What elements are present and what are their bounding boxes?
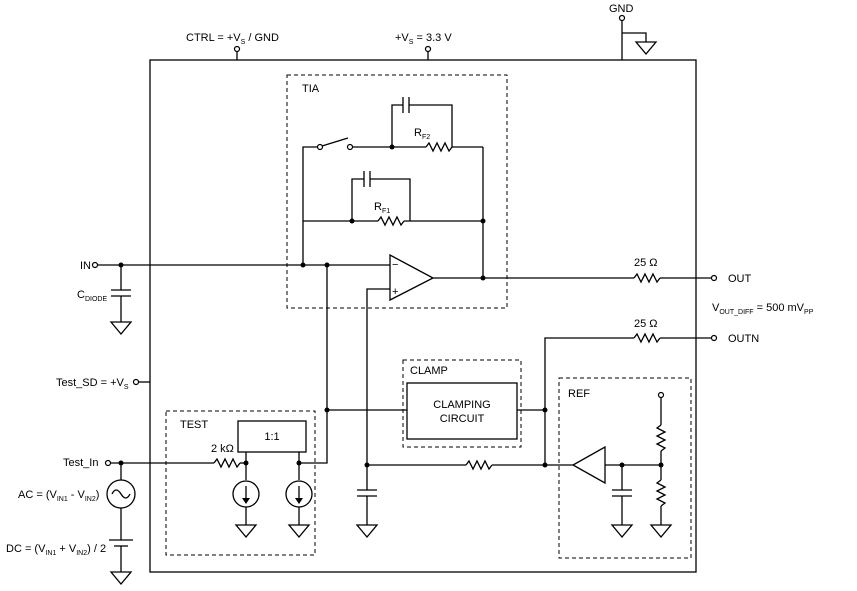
ref-divider-bottom-resistor [655,479,667,507]
gnd-symbol-top [634,41,658,56]
test-label: TEST [180,419,208,431]
rf2-label: RF2 [414,127,430,141]
outn-label: OUTN [728,333,759,345]
gnd-symbol-ref-cap [610,524,634,539]
r25-top-resistor [633,272,661,284]
tia-opamp [389,253,435,302]
clamping-circuit-box [406,382,518,440]
ref-divider-top-resistor [655,424,667,452]
ctrl-pin [233,45,241,53]
gnd-label: GND [609,3,634,15]
ac-label: AC = (VIN1 - VIN2) [18,489,99,503]
ctrl-label: CTRL = +VS / GND [186,32,279,46]
gnd-symbol-cap [355,524,379,539]
clamping-circuit-line1: CLAMPING [433,399,490,411]
r2k-label: 2 kΩ [211,443,234,455]
tia-label: TIA [302,83,320,95]
opamp-plus: + [392,286,398,298]
test-sd-label: Test_SD = +VS [56,377,129,391]
ref-vs-node [657,391,665,399]
rf2-resistor [425,141,453,153]
cdiode-label: CDIODE [77,289,107,303]
gnd-pin [618,14,626,22]
mirror-box [237,420,307,453]
in-pin [91,261,99,269]
clamp-block [402,359,522,448]
test-block [165,410,316,556]
ref-resistor [465,459,493,471]
gnd-symbol-test-right [287,524,311,539]
dc-label: DC = (VIN1 + VIN2) / 2 [6,543,106,557]
vs-label: +VS = 3.3 V [395,32,452,46]
test-in-label: Test_In [63,457,98,469]
clamp-label: CLAMP [410,365,448,377]
gnd-symbol-dc [109,571,133,586]
test-sd-pin [132,378,140,386]
vs-pin [424,45,432,53]
chip-outline [149,59,697,573]
tia-block [286,74,508,309]
gnd-symbol-ref-divider [649,524,673,539]
clamping-circuit-line2: CIRCUIT [440,413,485,425]
gnd-symbol-test-left [234,524,258,539]
r2k-resistor [213,457,241,469]
out-label: OUT [728,273,752,285]
ref-label: REF [568,388,590,400]
in-label: IN [80,260,91,272]
outn-pin [710,334,718,342]
test-in-pin [104,459,112,467]
rf1-label: RF1 [374,201,390,215]
opamp-minus: − [392,259,398,271]
r25-bottom-resistor [633,332,661,344]
ref-buffer [571,445,606,485]
gnd-symbol-cdiode [109,321,133,336]
r25-bottom-label: 25 Ω [634,318,658,330]
out-pin [710,274,718,282]
mirror-ratio: 1:1 [264,431,279,443]
ref-block [558,377,692,559]
r25-top-label: 25 Ω [634,257,658,269]
vout-diff-label: VOUT_DIFF = 500 mVPP [712,302,814,316]
rf1-resistor [377,215,405,227]
